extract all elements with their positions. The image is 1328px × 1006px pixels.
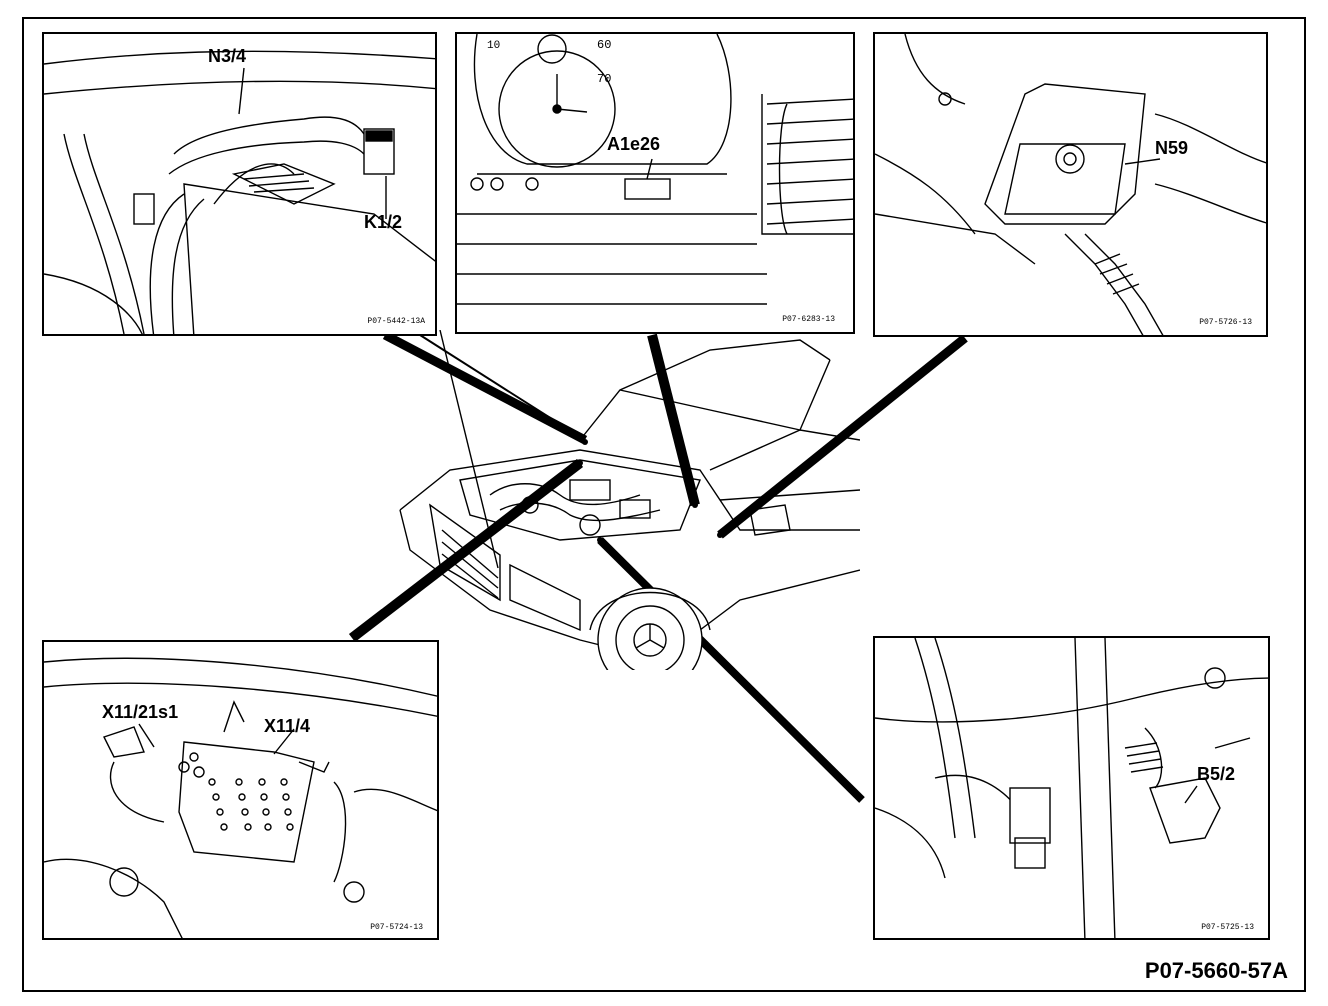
inset-ref-code: P07-5724-13 [370,923,423,932]
inset-top-center: 10 60 70 A1e26 P07-6283-13 [455,32,855,334]
gauge-number-70: 70 [597,72,612,86]
inset-bottom-left: X11/21s1 X11/4 P07-5724-13 [42,640,439,940]
label-x11-4: X11/4 [264,716,311,736]
figure-frame [22,17,1306,992]
inset-top-right: N59 P07-5726-13 [873,32,1268,337]
label-n3-4: N3/4 [208,46,247,66]
inset-ref-code: P07-5726-13 [1199,318,1252,327]
inset-ref-code: P07-5725-13 [1201,923,1254,932]
inset-ref-code: P07-6283-13 [782,315,835,324]
gauge-number-10: 10 [487,40,501,52]
car-illustration [399,330,860,670]
label-n59: N59 [1155,138,1189,158]
inset-top-left: N3/4 K1/2 P07-5442-13A [42,32,437,336]
label-b5-2: B5/2 [1197,764,1236,784]
label-k1-2: K1/2 [364,212,403,232]
label-x11-21s1: X11/21s1 [102,702,179,722]
figure-id: P07-5660-57A [1144,958,1288,983]
inset-bottom-right: B5/2 P07-5725-13 [873,636,1270,940]
label-a1e26: A1e26 [607,134,661,154]
gauge-number-60: 60 [597,38,612,52]
inset-ref-code: P07-5442-13A [367,317,425,326]
